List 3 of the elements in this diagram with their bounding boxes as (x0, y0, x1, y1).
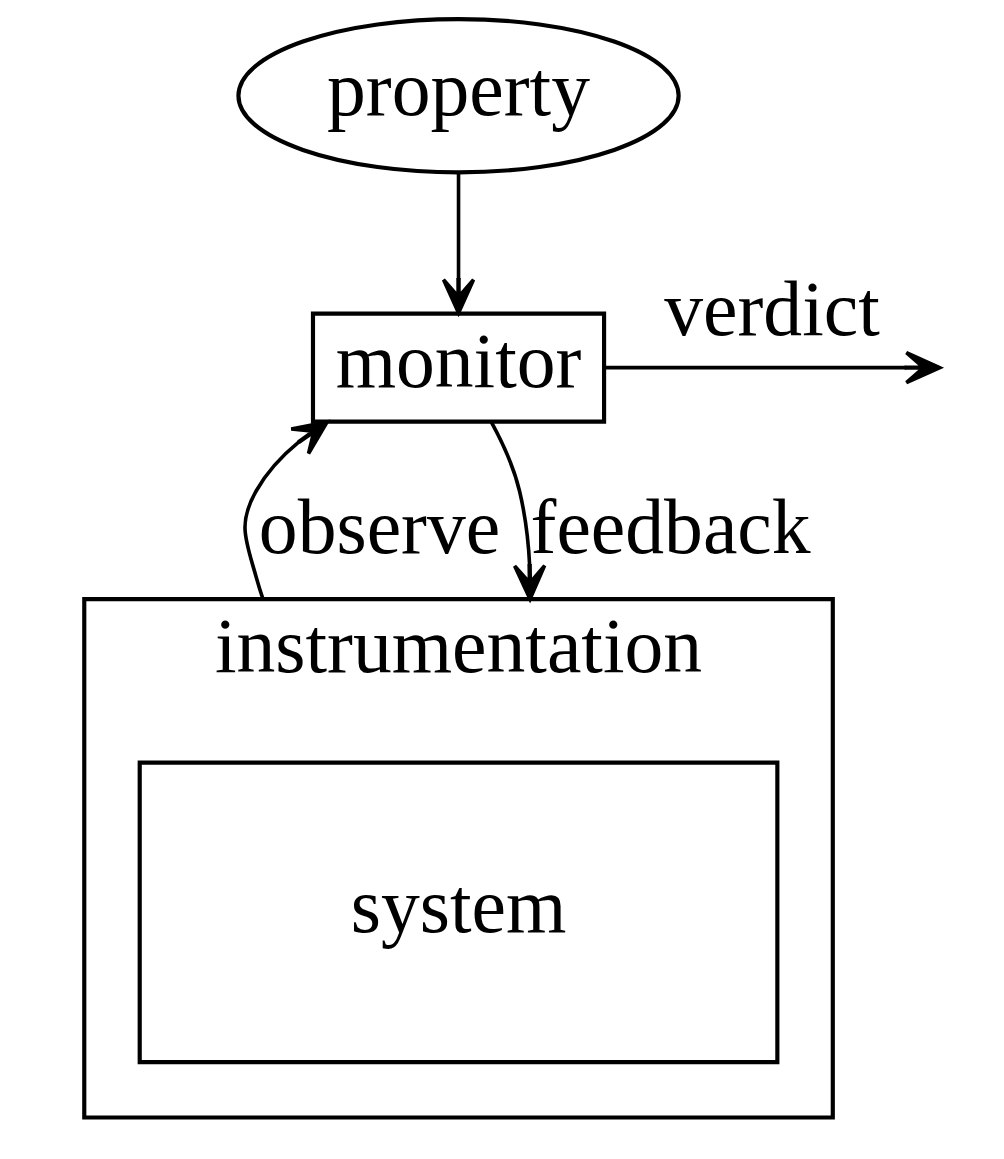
edge-label: verdict (664, 266, 880, 353)
edge-label: observe (258, 484, 501, 571)
edge-label: feedback (530, 484, 811, 571)
